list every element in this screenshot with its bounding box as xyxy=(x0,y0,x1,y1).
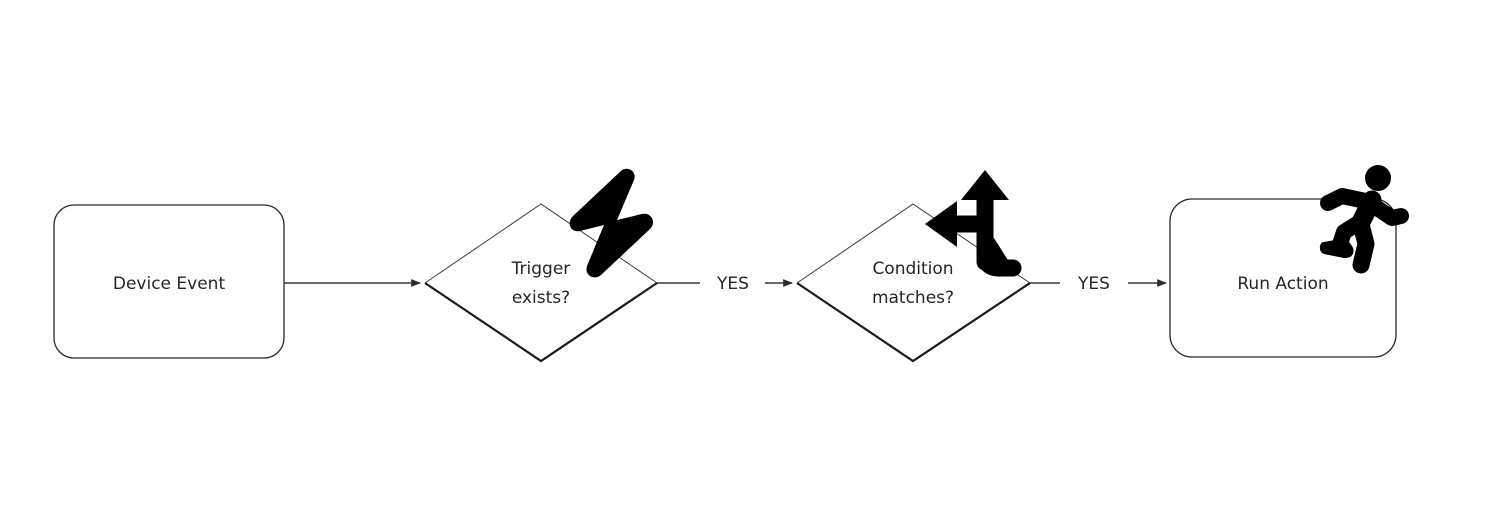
condition-matches-edge-lower xyxy=(796,282,1031,363)
running-person-icon xyxy=(1319,165,1409,274)
lightning-bolt-icon xyxy=(569,168,654,278)
edge-label-yes-1: YES xyxy=(716,274,749,294)
node-trigger-exists[interactable]: Trigger exists? xyxy=(424,168,658,363)
condition-matches-label-line2: matches? xyxy=(872,288,954,308)
edge-trigger-to-condition: YES xyxy=(657,274,793,294)
condition-matches-label-line1: Condition xyxy=(872,259,953,279)
condition-matches-shape-fill[interactable] xyxy=(797,204,1030,361)
trigger-exists-label-line2: exists? xyxy=(512,288,570,308)
node-run-action[interactable]: Run Action xyxy=(1169,165,1409,358)
trigger-exists-label-line1: Trigger xyxy=(511,259,571,279)
run-action-label: Run Action xyxy=(1237,274,1328,294)
branch-arrow-icon xyxy=(925,170,1022,277)
trigger-exists-edge-lower xyxy=(424,282,658,363)
edge-label-yes-2: YES xyxy=(1077,274,1110,294)
edge-condition-to-action: YES xyxy=(1030,274,1167,294)
device-event-shape[interactable] xyxy=(53,204,285,359)
node-condition-matches[interactable]: Condition matches? xyxy=(796,170,1031,363)
node-device-event[interactable]: Device Event xyxy=(53,204,285,359)
device-event-label: Device Event xyxy=(113,274,226,294)
